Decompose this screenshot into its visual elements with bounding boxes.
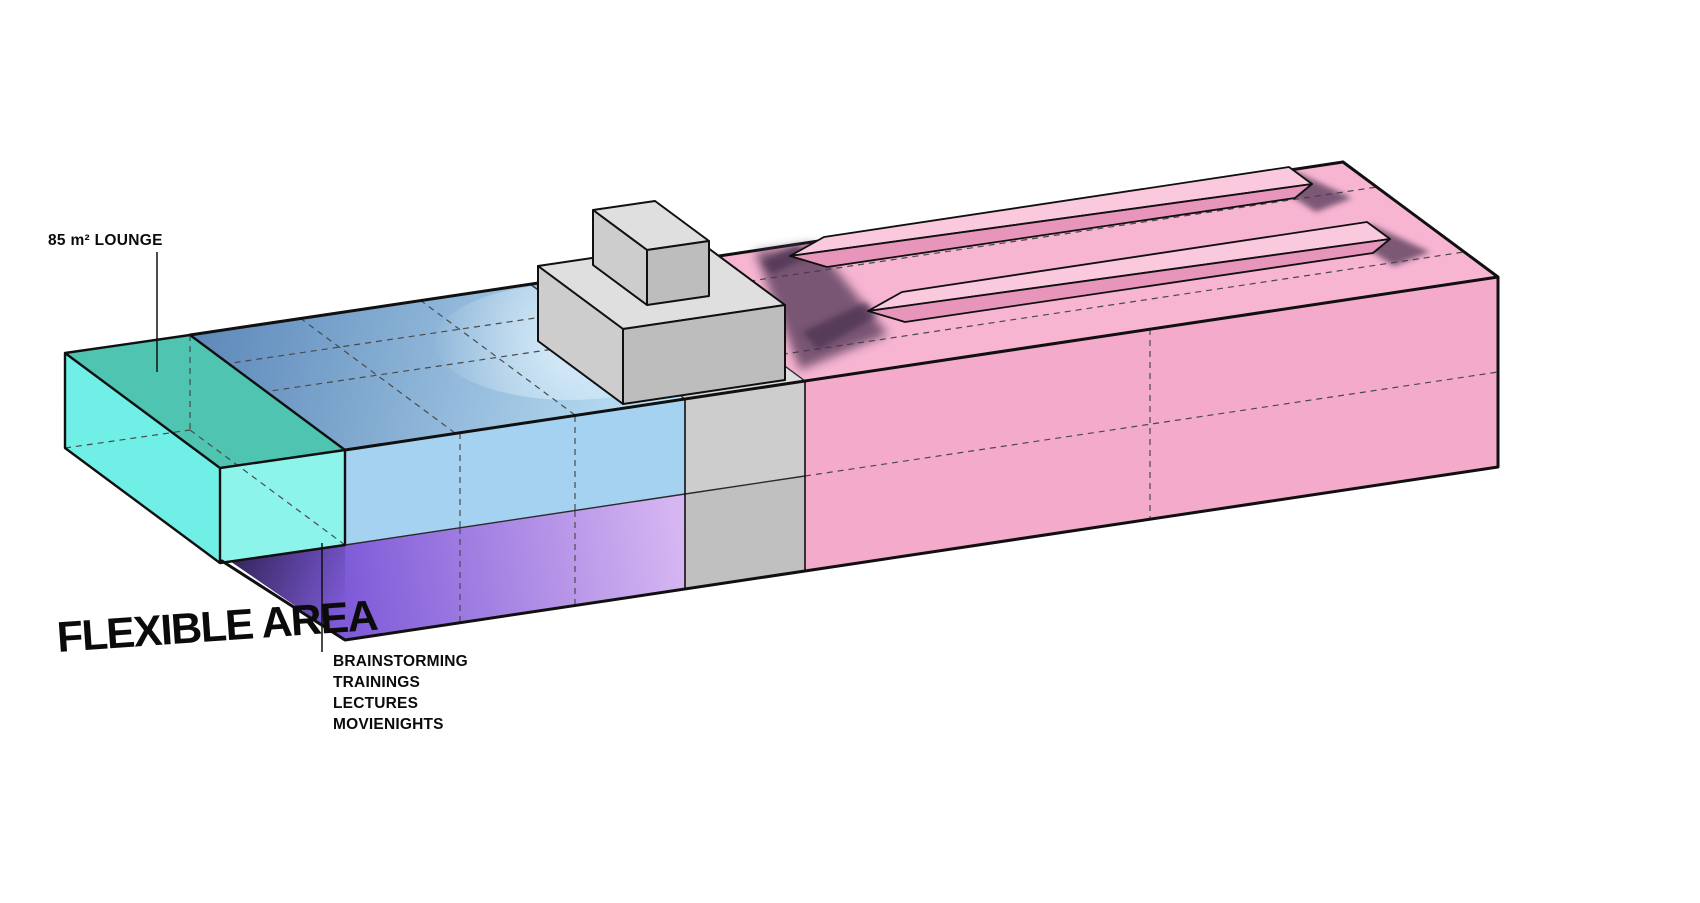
activity-item-movienights: MOVIENIGHTS xyxy=(333,716,444,733)
lounge-outline xyxy=(63,333,347,565)
blue-upper-storey-face xyxy=(345,399,685,545)
lounge-block xyxy=(63,333,347,565)
gray-band-edges xyxy=(684,381,806,589)
facade-dashed-lines xyxy=(459,329,1499,623)
roof-bar-2-front-face xyxy=(867,238,1391,323)
activity-item-trainings: TRAININGS xyxy=(333,674,420,691)
roof-dashed-grid xyxy=(103,186,1465,434)
front-facade xyxy=(224,277,1498,640)
pink-zone-front-face xyxy=(805,277,1498,571)
core-lower-front-face xyxy=(622,304,786,405)
facade-lines xyxy=(344,329,1499,623)
front-silhouette-edge xyxy=(220,160,1500,642)
storey-division-line xyxy=(344,475,806,546)
core-upper-front-face xyxy=(646,240,710,306)
flexible-area-label: FLEXIBLE AREA xyxy=(55,592,379,662)
roof-bar-1-front-face xyxy=(789,183,1313,268)
lounge-front-face xyxy=(220,450,345,563)
roof-bars xyxy=(789,166,1391,323)
flexible-area-face xyxy=(345,494,685,640)
lounge-hidden-edges xyxy=(64,335,346,546)
bar2-tip-shadow xyxy=(802,302,876,350)
core-block-shadow xyxy=(755,244,888,370)
activity-item-brainstorming: BRAINSTORMING xyxy=(333,653,468,670)
lounge-roof-face xyxy=(65,335,345,468)
lounge-label: 85 m² LOUNGE xyxy=(48,232,163,249)
blue-roof-grid-lines xyxy=(103,299,609,434)
core-block xyxy=(537,200,786,405)
gray-band-upper-face xyxy=(685,381,805,494)
gray-band-lower-face xyxy=(685,476,805,589)
lounge-left-face xyxy=(65,353,220,563)
overhang-shadow-wedge xyxy=(224,543,345,640)
activity-item-lectures: LECTURES xyxy=(333,695,418,712)
